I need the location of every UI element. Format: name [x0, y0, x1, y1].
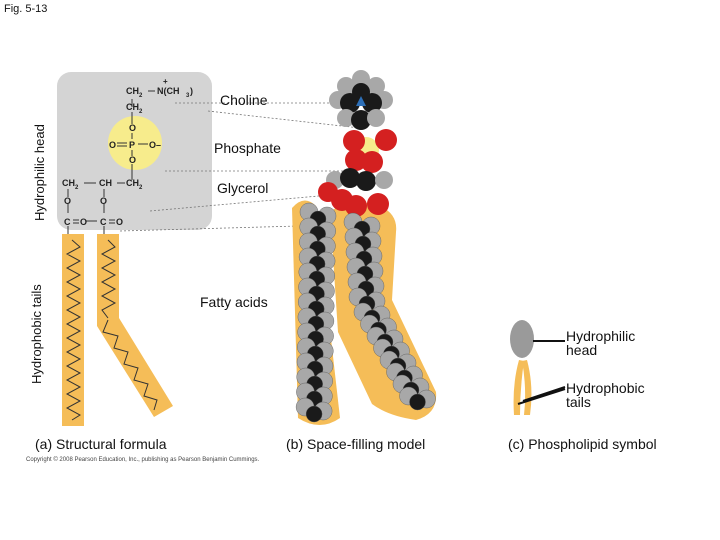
symbol-tails-label: Hydrophobic tails [566, 381, 645, 409]
tail-chain-2a [100, 239, 117, 319]
symbol-head-label-line2: head [566, 342, 598, 358]
carbon-atom [305, 405, 323, 423]
symbol-tail-right [522, 360, 532, 415]
formula-o-upper: O [129, 123, 136, 133]
carbon-atom [409, 393, 426, 411]
phosphate-label: Phosphate [214, 140, 281, 156]
formula-o-minus: O– [149, 140, 161, 150]
symbol-tail-left [513, 360, 524, 415]
formula-close3: ) [190, 86, 193, 96]
leader-lines [119, 102, 361, 232]
formula-c1: C [64, 217, 71, 227]
glycerol-label: Glycerol [217, 180, 269, 196]
symbol-head-label-line1: Hydrophilic [566, 328, 636, 344]
tail-strip-2 [97, 234, 173, 417]
formula-n-group: N(CH [157, 86, 180, 96]
formula-ch2-mid: CH [126, 102, 139, 112]
formula-o-glyc2: O [100, 196, 107, 206]
formula-o-c1: O [80, 217, 87, 227]
model-choline [329, 70, 393, 130]
model-glycerol [318, 168, 393, 217]
symbol-tails-label-line1: Hydrophobic [566, 380, 645, 396]
formula-sub2: 2 [139, 93, 143, 99]
phosphate-highlight [108, 116, 162, 170]
caption-space-filling-model: (b) Space-filling model [286, 436, 426, 452]
choline-label: Choline [220, 92, 268, 108]
formula-sub2: 2 [139, 109, 143, 115]
copyright-notice: Copyright © 2008 Pearson Education, Inc.… [26, 457, 260, 463]
fatty-acids-label: Fatty acids [200, 294, 268, 310]
formula-o-c2: O [116, 217, 123, 227]
figure-label: Fig. 5-13 [4, 3, 48, 15]
caption-phospholipid-symbol: (c) Phospholipid symbol [508, 436, 657, 452]
symbol-head [510, 320, 534, 358]
formula-ch2-right: CH [126, 178, 139, 188]
formula-o-glyc1: O [64, 196, 71, 206]
formula-sub2: 2 [75, 185, 79, 191]
formula-sub2: 2 [139, 185, 143, 191]
tail-chain-2b [102, 319, 158, 411]
formula-bonds [67, 90, 155, 234]
formula-ch2-left: CH [62, 178, 75, 188]
tail-chain-1 [65, 239, 82, 421]
formula-ch: CH [99, 178, 112, 188]
formula-sub3: 3 [186, 93, 190, 99]
symbol-tails-label-line2: tails [566, 394, 591, 410]
caption-structural-formula: (a) Structural formula [35, 436, 167, 452]
symbol-head-label: Hydrophilic head [566, 329, 635, 357]
formula-o-lower: O [129, 155, 136, 165]
formula-ch2-top: CH [126, 86, 139, 96]
model-tail-2 [343, 212, 436, 411]
formula-plus: + [163, 77, 168, 86]
model-phosphate [343, 129, 397, 173]
formula-o-left: O [109, 140, 116, 150]
symbol-pointer-lines [517, 340, 566, 405]
model-tail-1 [295, 202, 337, 423]
formula-c2: C [100, 217, 107, 227]
formula-p: P [129, 140, 135, 150]
